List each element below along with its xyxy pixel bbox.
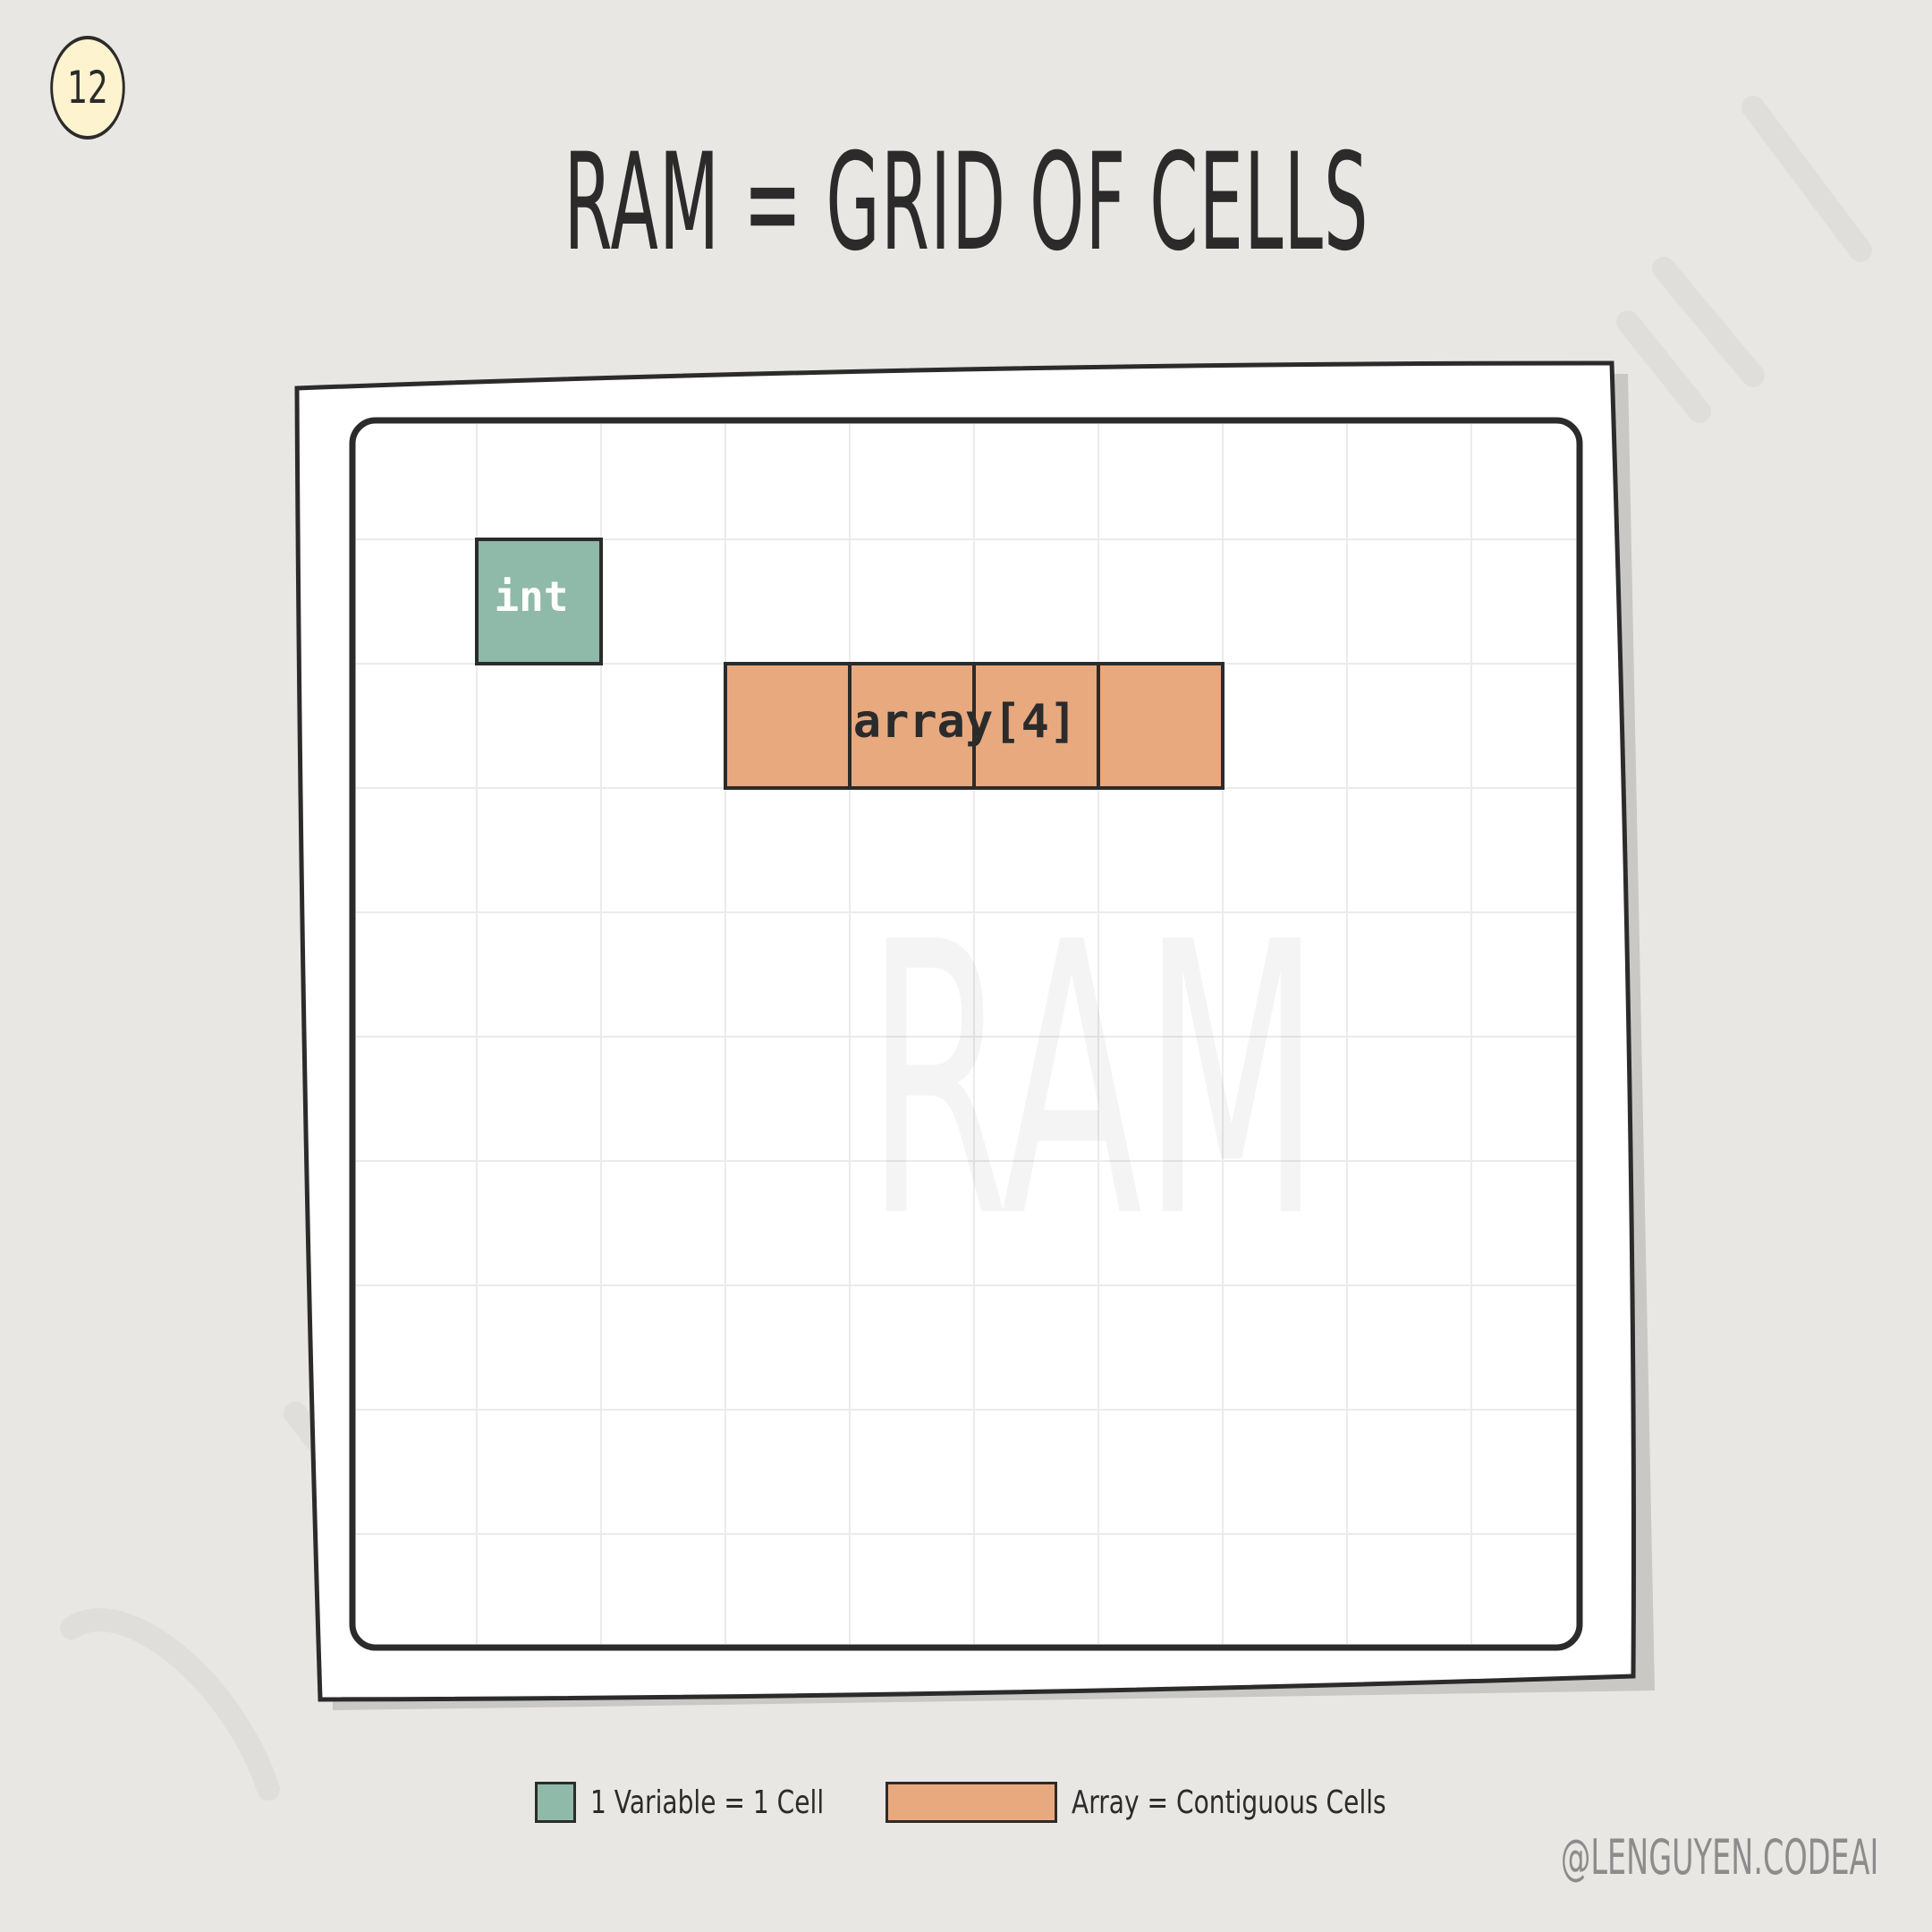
int-cell bbox=[475, 538, 603, 665]
cells-layer bbox=[475, 538, 1224, 790]
legend-swatch-variable bbox=[535, 1782, 576, 1823]
legend-swatch-array bbox=[886, 1782, 1057, 1823]
ram-grid-frame bbox=[349, 417, 1583, 1651]
int-cell-label: int bbox=[494, 572, 569, 621]
legend-label-array: Array = Contiguous Cells bbox=[1072, 1784, 1386, 1821]
page-title: RAM = GRID OF CELLS bbox=[0, 127, 1932, 279]
ram-watermark-text: RAM bbox=[866, 894, 1320, 1270]
array-cell bbox=[848, 662, 976, 790]
page-number: 12 bbox=[67, 62, 108, 114]
author-handle: @LENGUYEN.CODEAI bbox=[1560, 1829, 1878, 1885]
page-title-text: RAM = GRID OF CELLS bbox=[563, 125, 1369, 281]
legend-item-variable: 1 Variable = 1 Cell bbox=[535, 1780, 890, 1825]
legend-label-variable: 1 Variable = 1 Cell bbox=[590, 1784, 825, 1821]
ram-watermark: RAM bbox=[680, 894, 1320, 1270]
array-cell bbox=[724, 662, 852, 790]
legend-item-array: Array = Contiguous Cells bbox=[886, 1780, 1475, 1825]
page-number-badge: 12 bbox=[50, 36, 125, 140]
grid-lines bbox=[356, 424, 1576, 1644]
array-cell bbox=[1097, 662, 1224, 790]
array-cell-label: array[4] bbox=[852, 695, 1078, 749]
